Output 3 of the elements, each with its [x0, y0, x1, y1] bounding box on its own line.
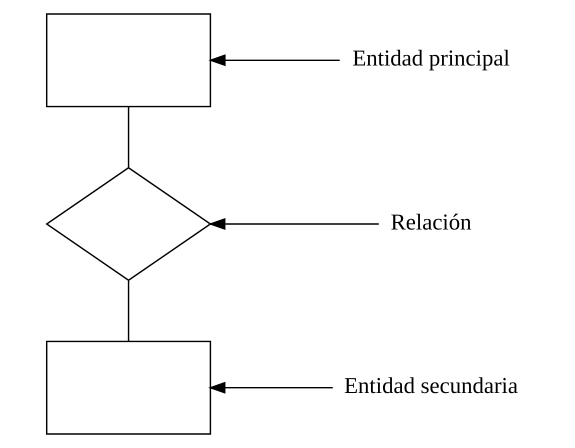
node-text: Entidad secundaria	[344, 373, 518, 398]
node-text: Entidad principal	[352, 46, 510, 71]
node-text: Relación	[390, 209, 472, 234]
